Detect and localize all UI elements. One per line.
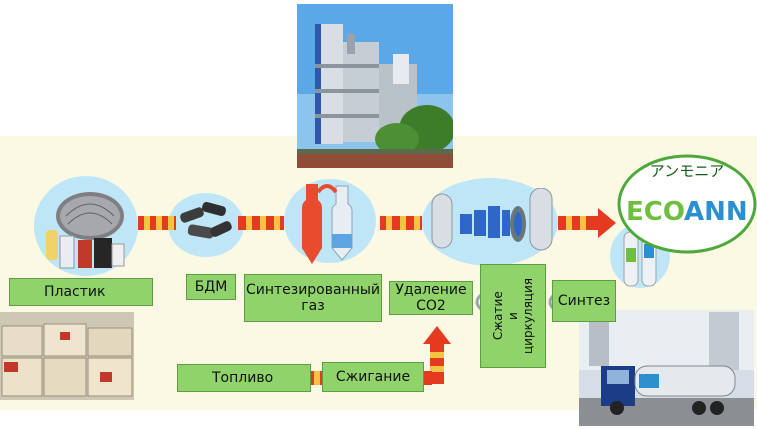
plant-building-photo: [297, 4, 453, 168]
combustion-label: Сжигание: [322, 362, 424, 392]
compression-line-1: Сжатие: [490, 291, 505, 341]
compression-line-2: и: [505, 312, 520, 320]
syngas-label-text: Синтезированный газ: [245, 282, 381, 314]
arrow-synthesis-to-product: [558, 208, 616, 238]
arrow-bdm-to-syngas: [238, 216, 284, 230]
arrow-plastic-to-bdm: [138, 216, 176, 230]
synthesis-label: Синтез: [552, 280, 616, 322]
plastic-bales-icon: [38, 182, 134, 282]
compression-label: Сжатие и циркуляция: [480, 264, 546, 368]
compression-line-3: циркуляция: [520, 277, 535, 354]
arrow-combustion-up: [423, 326, 451, 384]
scrubber-columns-icon: [430, 187, 554, 262]
co2-removal-label-text: Удаление CO2: [395, 282, 467, 314]
fuel-label: Топливо: [177, 364, 311, 392]
logo-ann-text: ANN: [684, 197, 748, 227]
plastic-label: Пластик: [9, 278, 153, 306]
bdm-label: БДМ: [186, 274, 236, 300]
arrow-syngas-to-co2: [380, 216, 422, 230]
gasifier-reactors-icon: [296, 178, 362, 272]
co2-removal-label: Удаление CO2: [389, 281, 473, 315]
plastic-bales-photo: [0, 312, 134, 400]
compressor-icon: [508, 204, 528, 248]
syngas-label: Синтезированный газ: [244, 274, 382, 322]
compression-label-text: Сжатие и циркуляция: [491, 278, 536, 354]
tanker-truck-photo: [579, 310, 754, 426]
eco-ann-logo: アンモニア ECO ANN: [616, 148, 757, 260]
logo-eco-text: ECO: [626, 197, 685, 227]
logo-jp-text: アンモニア: [650, 162, 724, 180]
coal-pellets-icon: [176, 200, 238, 252]
